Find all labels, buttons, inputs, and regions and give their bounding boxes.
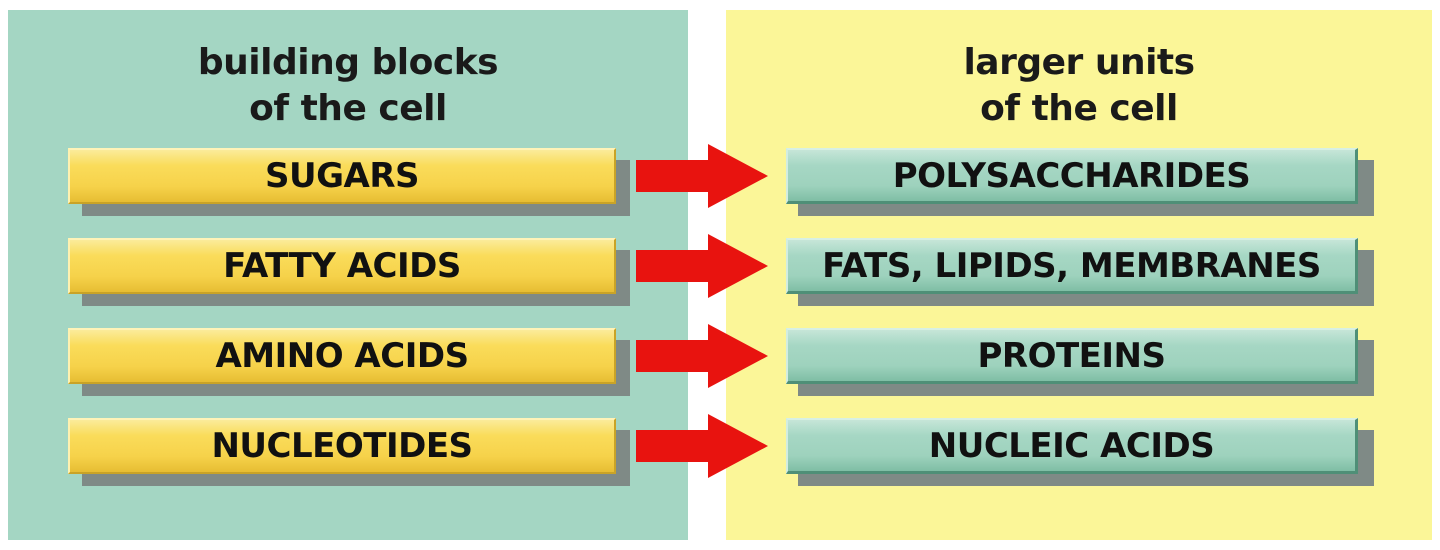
larger-units-title: larger units of the cell <box>726 40 1432 132</box>
building-block-box-nucleotides: NUCLEOTIDES <box>68 418 616 474</box>
larger-unit-box-fats-lipids-membranes: FATS, LIPIDS, MEMBRANES <box>786 238 1358 294</box>
larger-units-title-line2: of the cell <box>980 88 1178 129</box>
building-blocks-title: building blocks of the cell <box>8 40 688 132</box>
arrow-right-icon <box>636 234 768 298</box>
building-block-box-sugars: SUGARS <box>68 148 616 204</box>
larger-unit-box-polysaccharides: POLYSACCHARIDES <box>786 148 1358 204</box>
building-block-box-amino-acids: AMINO ACIDS <box>68 328 616 384</box>
larger-unit-box-nucleic-acids: NUCLEIC ACIDS <box>786 418 1358 474</box>
arrow-right-icon <box>636 144 768 208</box>
building-block-box-fatty-acids: FATTY ACIDS <box>68 238 616 294</box>
larger-units-title-line1: larger units <box>963 42 1195 83</box>
building-blocks-title-line2: of the cell <box>249 88 447 129</box>
arrow-right-icon <box>636 324 768 388</box>
larger-unit-box-proteins: PROTEINS <box>786 328 1358 384</box>
building-blocks-title-line1: building blocks <box>197 42 499 83</box>
arrow-right-icon <box>636 414 768 478</box>
